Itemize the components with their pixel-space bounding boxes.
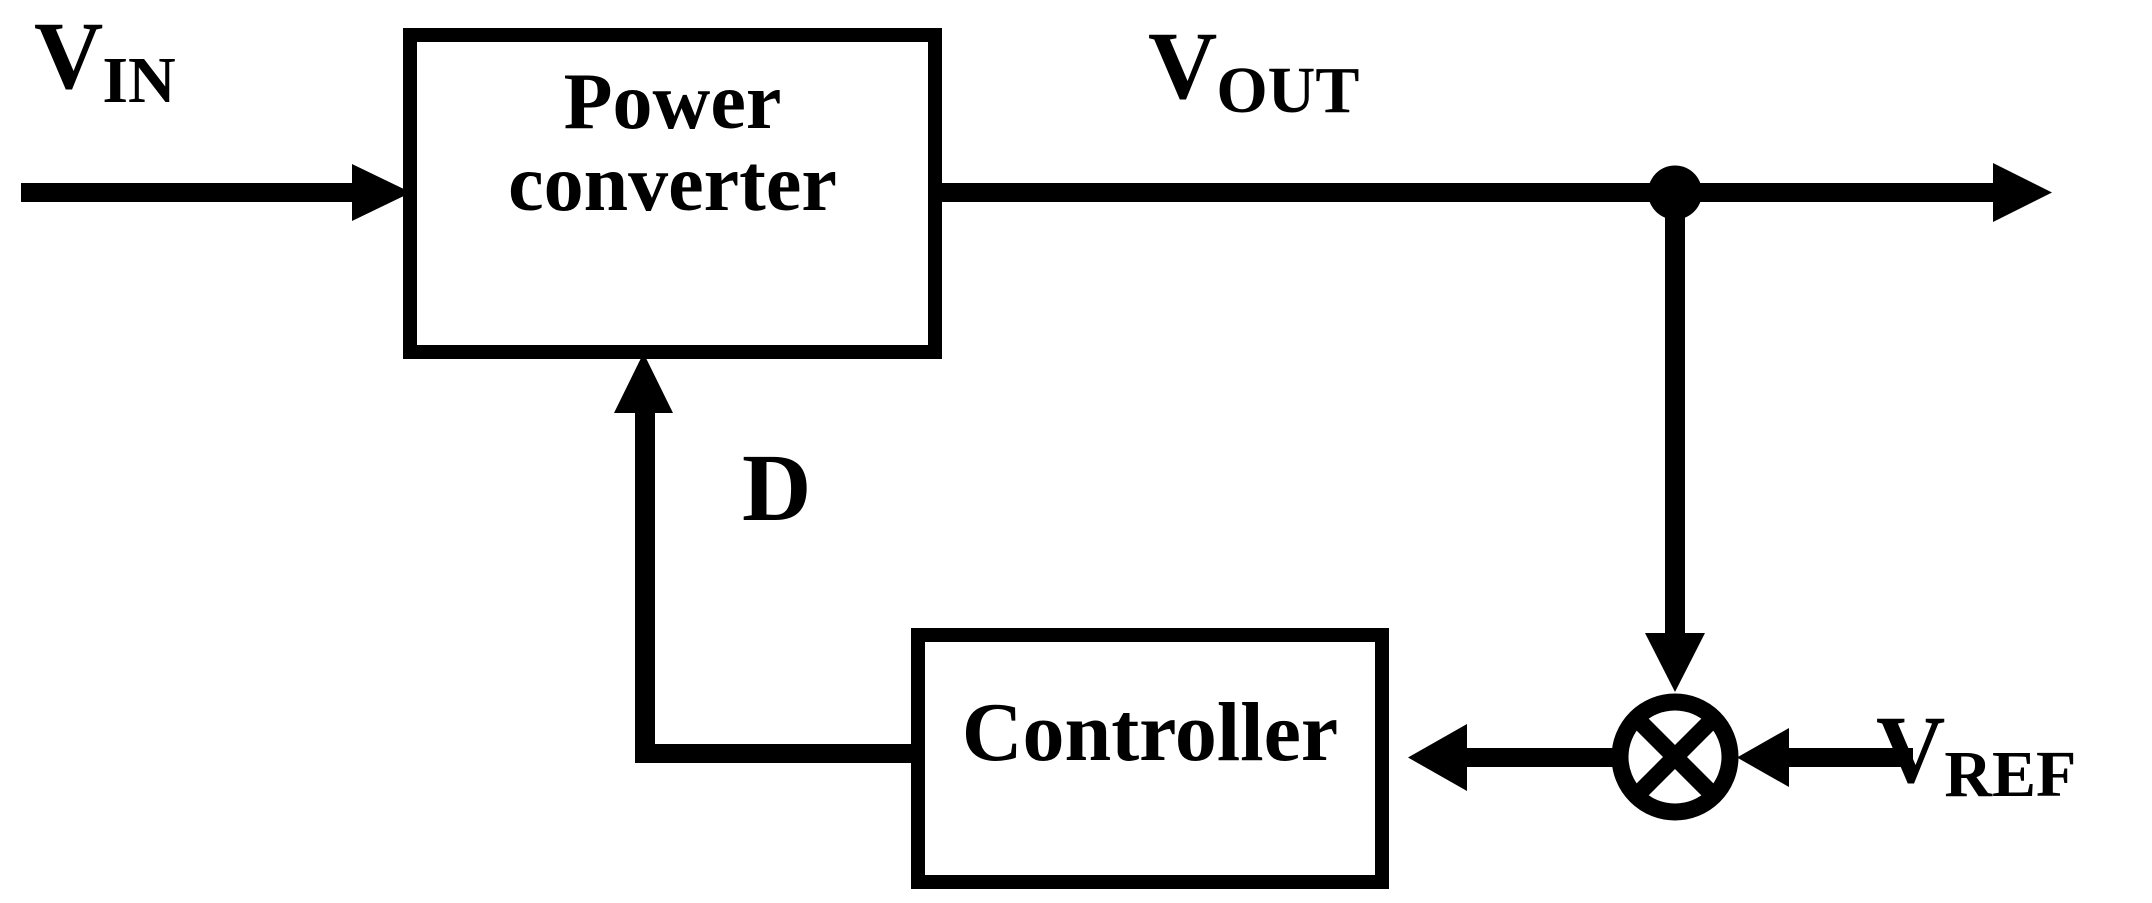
vref-label: VREF [1876, 702, 2076, 808]
power-converter-label: Power converter [508, 58, 837, 228]
vin-line [21, 183, 366, 202]
vref-letter: V [1876, 696, 1945, 803]
vin-label: VIN [34, 8, 176, 114]
controller-box[interactable] [911, 628, 1389, 889]
vout-label: VOUT [1148, 18, 1359, 124]
feedback-down-connection [1645, 192, 1705, 692]
vout-letter: V [1148, 12, 1217, 119]
duty-arrowhead-icon [614, 353, 673, 413]
feedback-vertical-line [1665, 192, 1685, 637]
vout-arrowhead-icon [1993, 163, 2052, 222]
feedback-down-arrowhead-icon [1645, 633, 1705, 692]
duty-horizontal-line [635, 744, 925, 763]
duty-cycle-label: D [742, 434, 811, 541]
duty-vertical-line [635, 413, 655, 763]
duty-cycle-connection [614, 353, 925, 763]
vin-letter: V [34, 2, 103, 109]
vref-input-connection [1737, 728, 1913, 787]
vin-arrowhead-icon [352, 164, 411, 221]
vin-input-connection [21, 164, 411, 221]
summing-junction-circle[interactable] [1611, 693, 1739, 821]
vout-subscript: OUT [1216, 54, 1360, 127]
controller-block[interactable] [911, 628, 1389, 889]
summing-junction-x-stroke-2 [1629, 711, 1721, 803]
vout-line [928, 183, 2003, 202]
vref-arrowhead-icon [1737, 728, 1789, 787]
vin-subscript: IN [102, 44, 176, 117]
vref-subscript: REF [1944, 738, 2077, 811]
error-line [1467, 748, 1617, 767]
controller-label: Controller [961, 686, 1339, 779]
summing-junction-node[interactable] [1611, 693, 1739, 821]
vref-line [1789, 748, 1913, 767]
vout-output-connection [928, 163, 2052, 222]
error-arrowhead-icon [1408, 724, 1467, 791]
error-signal-connection [1408, 724, 1617, 791]
